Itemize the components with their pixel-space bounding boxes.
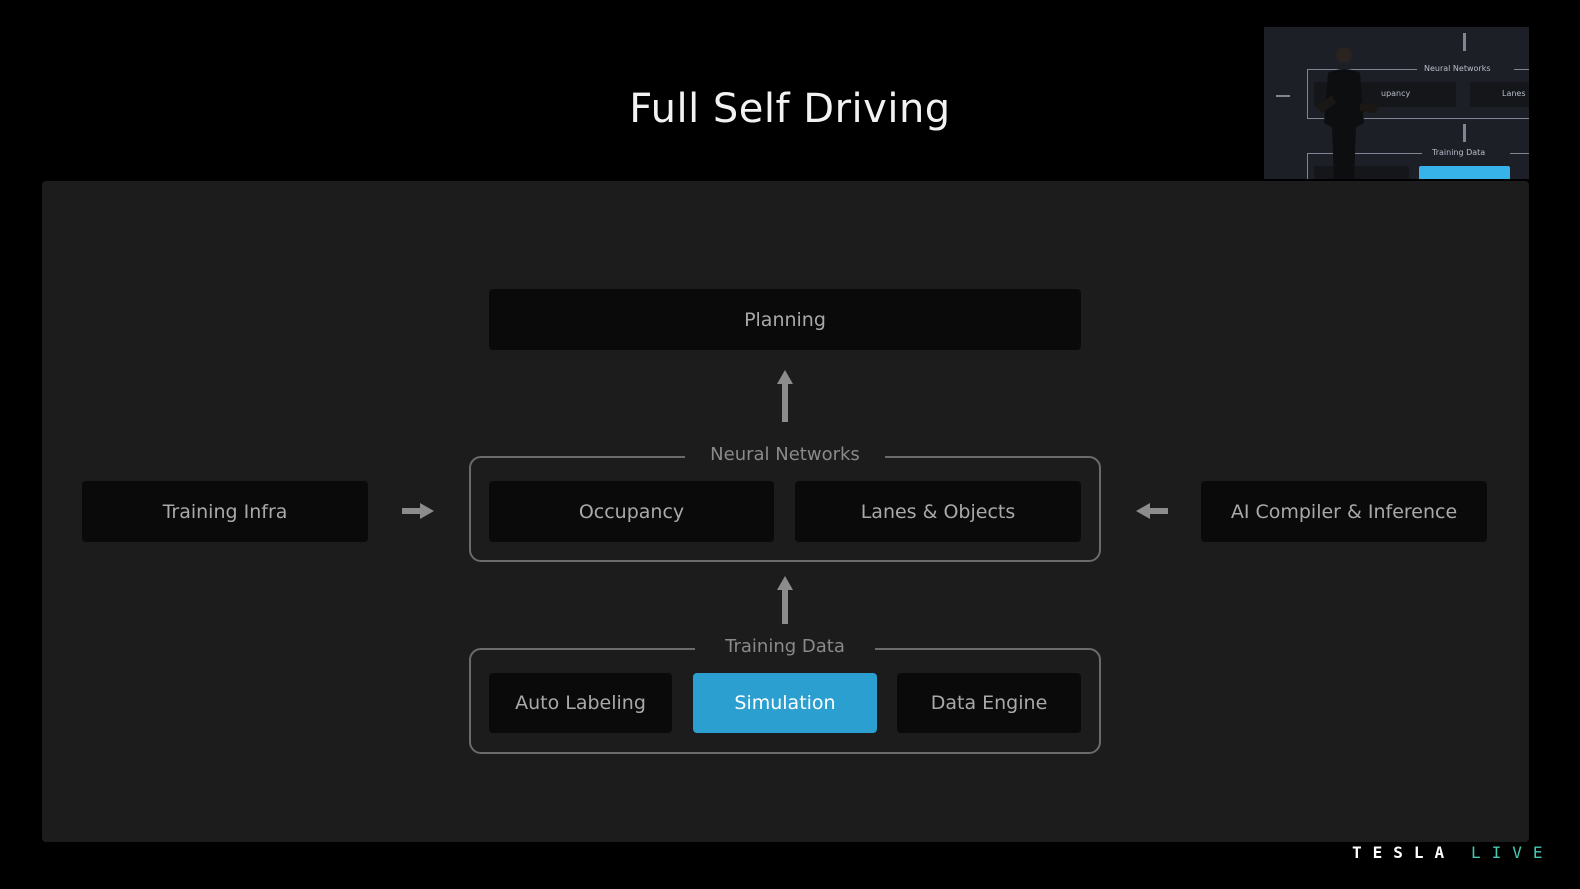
arrow-left-icon — [1136, 503, 1168, 519]
pip-training-label: Training Data — [1432, 148, 1486, 157]
planning-label: Planning — [744, 308, 826, 331]
tesla-logo: TESLA — [1352, 843, 1456, 862]
auto-labeling-label: Auto Labeling — [515, 692, 646, 714]
pip-lanes-fragment: Lanes — [1502, 89, 1526, 98]
live-logo: LIVE — [1471, 843, 1554, 862]
arrow-right-icon — [402, 503, 434, 519]
planning-box: Planning — [489, 289, 1081, 350]
simulation-label: Simulation — [734, 692, 836, 714]
arrow-up-icon — [777, 370, 793, 422]
ai-compiler-box: AI Compiler & Inference — [1201, 481, 1487, 542]
training-infra-box: Training Infra — [82, 481, 368, 542]
speaker-figure — [1316, 47, 1378, 179]
speaker-video-inset: Neural Networks upancy Lanes Training Da… — [1264, 27, 1529, 179]
auto-labeling-box: Auto Labeling — [489, 673, 672, 733]
lanes-objects-box: Lanes & Objects — [795, 481, 1081, 542]
data-engine-box: Data Engine — [897, 673, 1081, 733]
pip-occupancy-fragment: upancy — [1381, 89, 1411, 98]
slide-title: Full Self Driving — [629, 86, 951, 132]
lanes-objects-label: Lanes & Objects — [860, 500, 1016, 523]
pip-neural-label: Neural Networks — [1424, 64, 1491, 73]
data-engine-label: Data Engine — [930, 692, 1048, 714]
occupancy-box: Occupancy — [489, 481, 774, 542]
training-infra-label: Training Infra — [162, 500, 288, 523]
training-data-label: Training Data — [695, 635, 875, 659]
occupancy-label: Occupancy — [578, 500, 685, 523]
simulation-box: Simulation — [693, 673, 877, 733]
arrow-up-icon — [777, 576, 793, 624]
ai-compiler-label: AI Compiler & Inference — [1230, 500, 1458, 523]
neural-networks-label: Neural Networks — [685, 443, 885, 467]
